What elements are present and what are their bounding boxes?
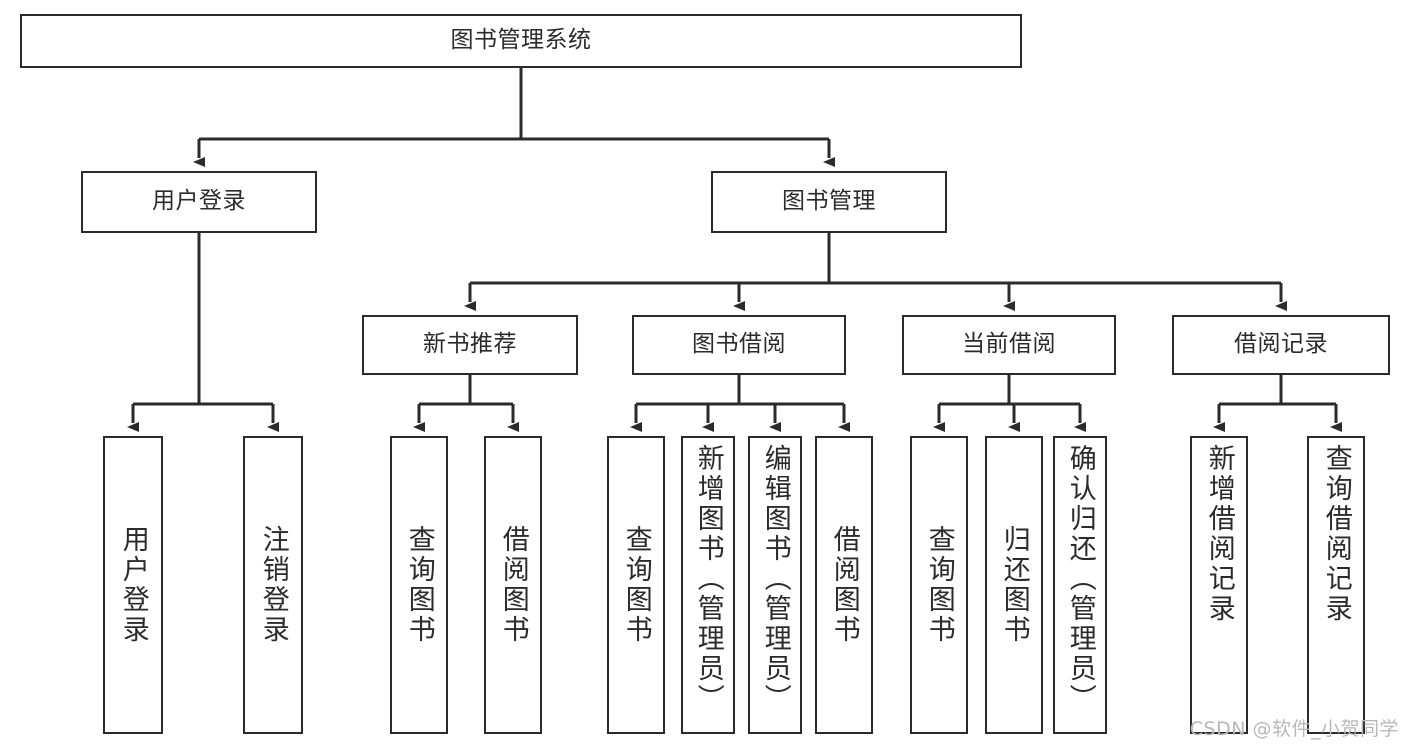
node-label: 新书推荐 bbox=[423, 331, 517, 358]
node-book-borrow[interactable]: 图书借阅 bbox=[632, 315, 846, 375]
csdn-watermark: CSDN @软件_小贺同学 bbox=[1189, 718, 1399, 740]
node-label: 新增图书（管理员） bbox=[692, 444, 724, 714]
node-leaf-borrow-book[interactable]: 借阅图书 bbox=[815, 436, 873, 734]
node-new-book-rec[interactable]: 新书推荐 bbox=[362, 315, 578, 375]
node-label: 借阅记录 bbox=[1234, 331, 1328, 358]
node-leaf-return-book[interactable]: 归还图书 bbox=[985, 436, 1043, 734]
node-leaf-add-book[interactable]: 新增图书（管理员） bbox=[681, 436, 735, 734]
node-leaf-user-logout[interactable]: 注销登录 bbox=[243, 436, 303, 734]
node-label: 当前借阅 bbox=[962, 331, 1056, 358]
node-book-manage[interactable]: 图书管理 bbox=[711, 171, 947, 233]
node-label: 借阅图书 bbox=[497, 525, 529, 645]
node-label: 用户登录 bbox=[152, 188, 246, 215]
node-leaf-add-record[interactable]: 新增借阅记录 bbox=[1190, 436, 1248, 734]
node-label: 查询图书 bbox=[620, 525, 652, 645]
node-label: 归还图书 bbox=[998, 525, 1030, 645]
node-leaf-confirm-return[interactable]: 确认归还（管理员） bbox=[1053, 436, 1107, 734]
node-label: 查询图书 bbox=[403, 525, 435, 645]
node-root[interactable]: 图书管理系统 bbox=[20, 14, 1022, 68]
node-leaf-borrow-book-rec[interactable]: 借阅图书 bbox=[484, 436, 542, 734]
node-leaf-user-login[interactable]: 用户登录 bbox=[103, 436, 163, 734]
node-label: 图书借阅 bbox=[692, 331, 786, 358]
node-label: 确认归还（管理员） bbox=[1064, 444, 1096, 714]
node-label: 用户登录 bbox=[117, 525, 149, 645]
node-leaf-query-record[interactable]: 查询借阅记录 bbox=[1307, 436, 1365, 734]
node-leaf-query-book-rec[interactable]: 查询图书 bbox=[390, 436, 448, 734]
node-label: 查询借阅记录 bbox=[1320, 444, 1352, 624]
node-label: 编辑图书（管理员） bbox=[759, 444, 791, 714]
node-label: 图书管理 bbox=[782, 188, 876, 215]
node-leaf-query-book-cur[interactable]: 查询图书 bbox=[910, 436, 968, 734]
node-leaf-query-book-borrow[interactable]: 查询图书 bbox=[607, 436, 665, 734]
node-borrow-record[interactable]: 借阅记录 bbox=[1172, 315, 1390, 375]
node-label: 新增借阅记录 bbox=[1203, 444, 1235, 624]
node-current-borrow[interactable]: 当前借阅 bbox=[902, 315, 1116, 375]
node-label: 查询图书 bbox=[923, 525, 955, 645]
node-label: 注销登录 bbox=[257, 525, 289, 645]
node-user-login[interactable]: 用户登录 bbox=[81, 171, 317, 233]
node-label: 图书管理系统 bbox=[450, 27, 592, 54]
node-leaf-edit-book[interactable]: 编辑图书（管理员） bbox=[748, 436, 802, 734]
node-label: 借阅图书 bbox=[828, 525, 860, 645]
